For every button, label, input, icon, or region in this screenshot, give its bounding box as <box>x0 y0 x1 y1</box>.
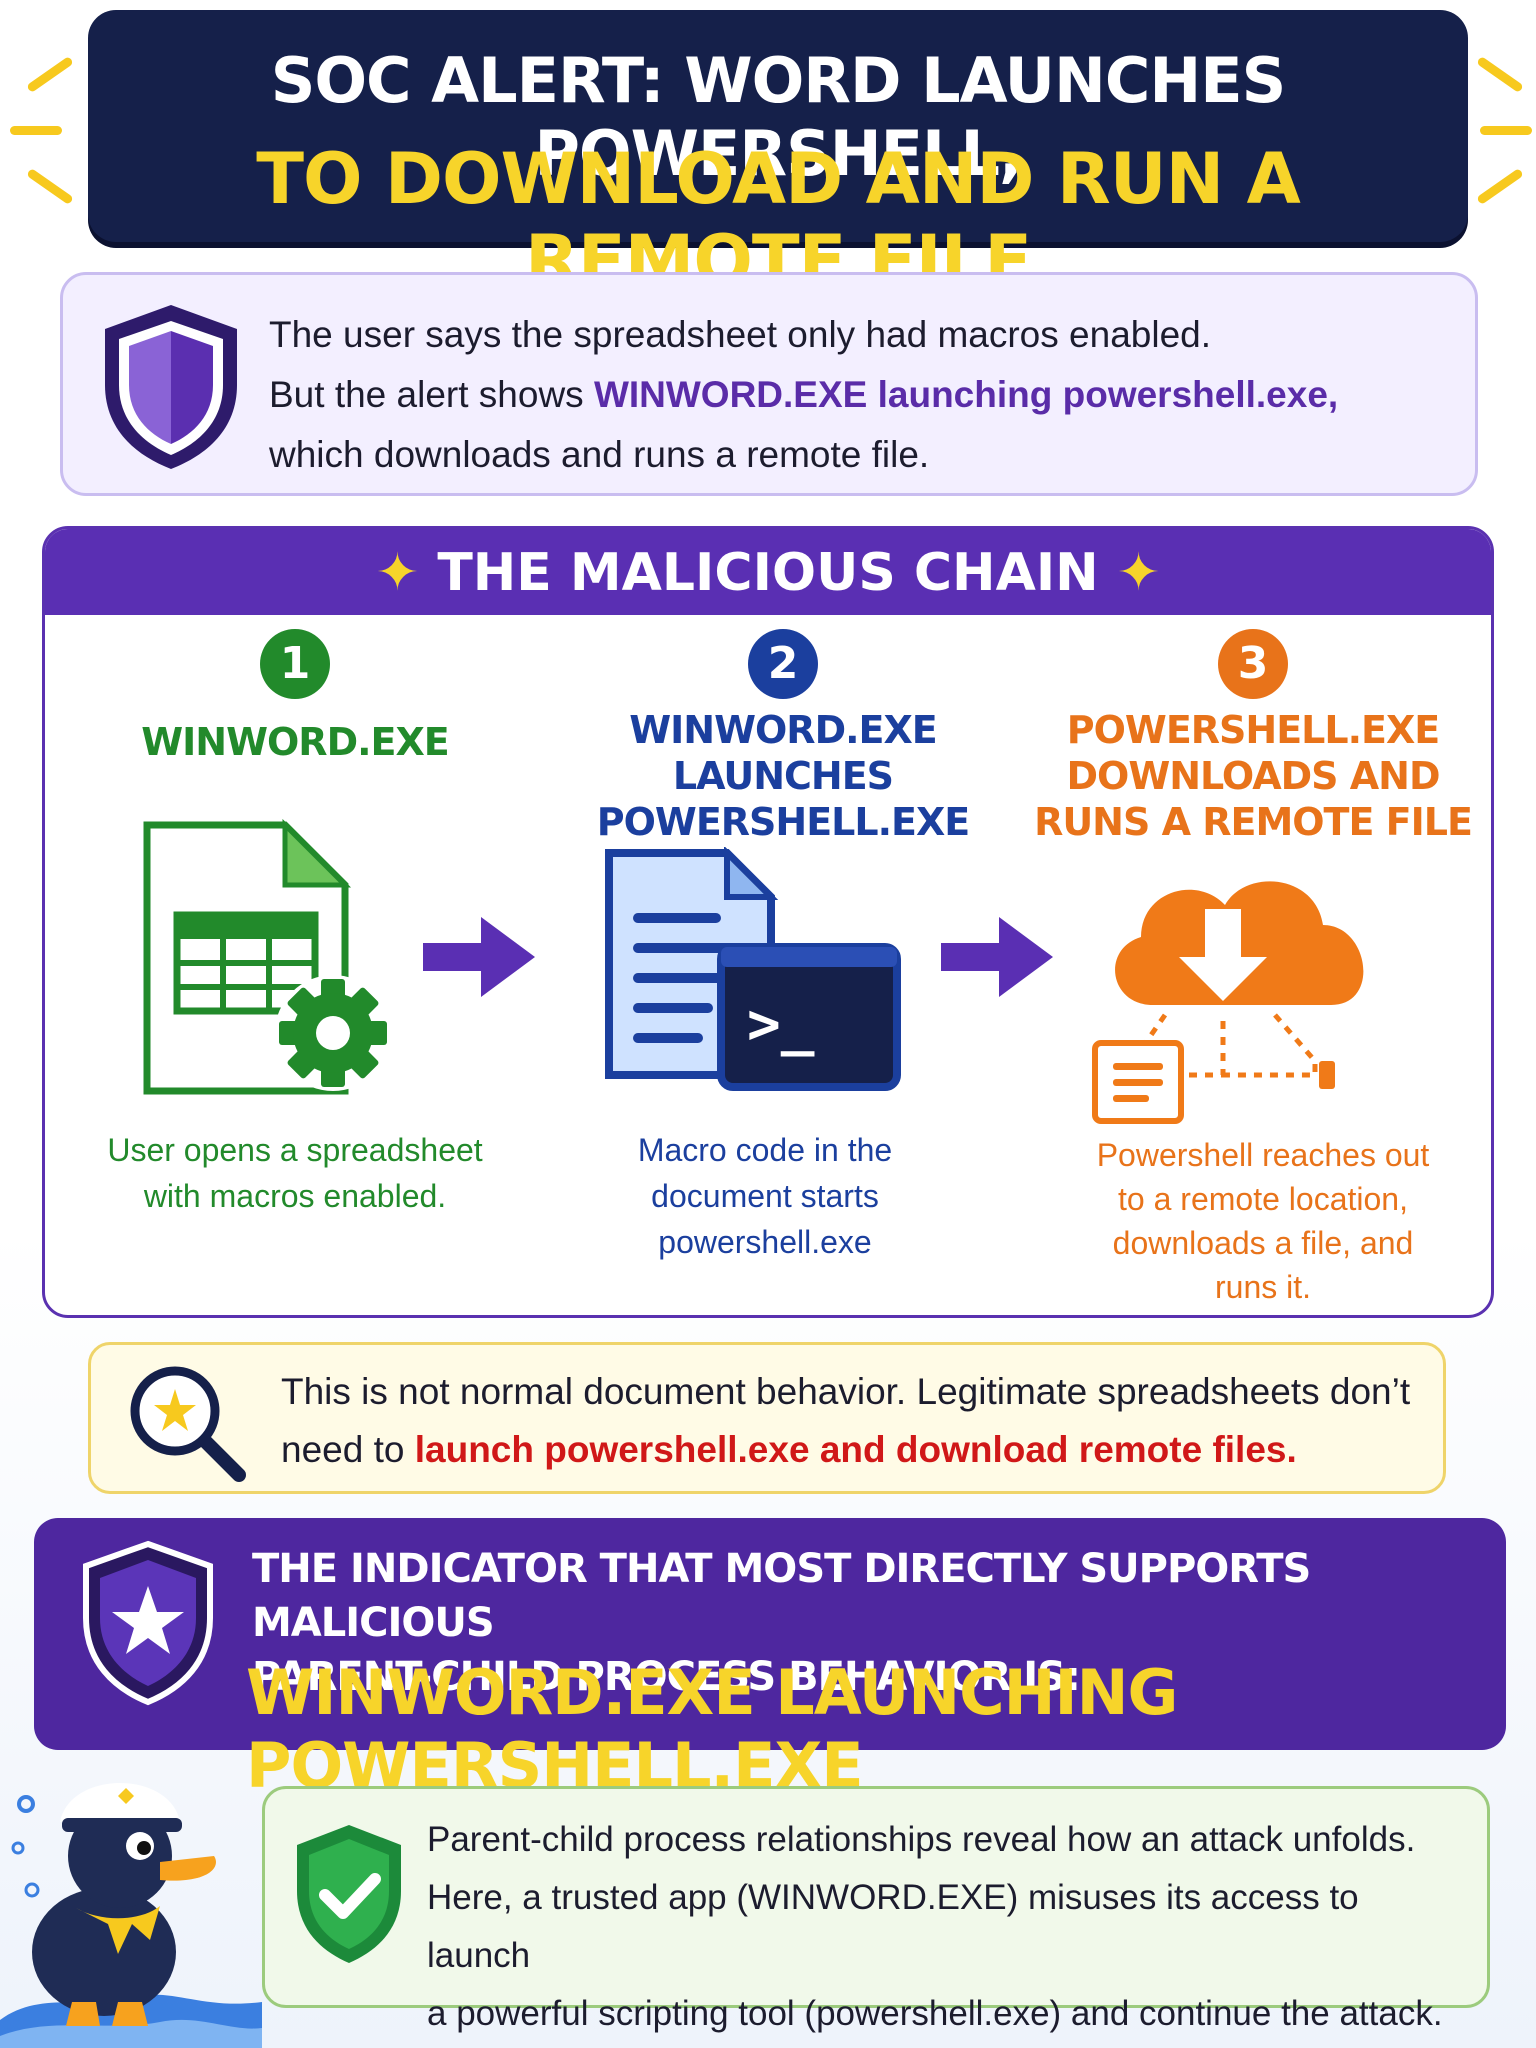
step-2-desc: Macro code in the document starts powers… <box>545 1127 985 1265</box>
cloud-download-icon <box>1092 881 1364 1124</box>
chain-title-text: THE MALICIOUS CHAIN <box>437 543 1099 603</box>
takeaway-box: Parent-child process relationships revea… <box>262 1786 1490 2033</box>
step-2-desc-line: powershell.exe <box>658 1224 872 1260</box>
warning-highlight: launch powershell.exe and download remot… <box>414 1429 1297 1470</box>
step-3: 3 POWERSHELL.EXE DOWNLOADS AND RUNS A RE… <box>1033 629 1473 845</box>
answer-lead-line: PARENT-CHILD PROCESS BEHAVIOR IS: <box>252 1654 1081 1700</box>
sparkle-icon: ✦ <box>375 543 420 603</box>
takeaway-line-1: Parent-child process relationships revea… <box>427 1820 1416 1859</box>
intro-text: The user says the spreadsheet only had m… <box>269 305 1449 485</box>
step-2: 2 WINWORD.EXE LAUNCHES POWERSHELL.EXE <box>563 629 1003 845</box>
step-3-desc-line: downloads a file, and <box>1112 1225 1414 1261</box>
warning-box: This is not normal document behavior. Le… <box>88 1342 1446 1494</box>
intro-highlight: WINWORD.EXE launching powershell.exe, <box>593 374 1339 415</box>
step-3-number: 3 <box>1218 629 1288 699</box>
shield-icon <box>105 305 237 469</box>
step-3-desc-line: runs it. <box>1214 1269 1312 1305</box>
step-2-title-line: POWERSHELL.EXE <box>596 800 971 844</box>
step-3-title-line: RUNS A REMOTE FILE <box>1034 800 1473 844</box>
title-banner: SOC ALERT: WORD LAUNCHES POWERSHELL, TO … <box>88 10 1468 302</box>
chain-panel: ✦ THE MALICIOUS CHAIN ✦ 1 WINWORD.EXE <box>42 526 1494 1318</box>
sparkle-icon <box>10 126 62 135</box>
step-2-title-line: WINWORD.EXE LAUNCHES <box>629 708 938 798</box>
arrow-right-icon <box>423 917 535 997</box>
duck-mascot <box>0 1783 262 2048</box>
check-shield-icon <box>297 1825 401 1963</box>
warning-line-2-prefix: need to <box>281 1429 415 1470</box>
page-title-line-1: SOC ALERT: WORD LAUNCHES POWERSHELL, <box>270 44 1287 190</box>
step-3-desc: Powershell reaches out to a remote locat… <box>1043 1133 1483 1309</box>
intro-line-2-prefix: But the alert shows <box>269 374 594 415</box>
warning-line-1: This is not normal document behavior. Le… <box>281 1371 1411 1412</box>
step-1-desc: User opens a spreadsheet with macros ena… <box>75 1127 515 1219</box>
step-3-desc-line: to a remote location, <box>1118 1181 1408 1217</box>
takeaway-line-2: Here, a trusted app (WINWORD.EXE) misuse… <box>427 1878 1359 1975</box>
warning-text: This is not normal document behavior. Le… <box>281 1363 1421 1479</box>
sparkle-icon <box>1476 55 1524 94</box>
step-2-desc-line: Macro code in the <box>637 1132 893 1168</box>
answer-value: WINWORD.EXE LAUNCHING POWERSHELL.EXE <box>246 1656 1178 1802</box>
step-3-desc-line: Powershell reaches out <box>1096 1137 1430 1173</box>
step-1-number: 1 <box>260 629 330 699</box>
answer-banner: THE INDICATOR THAT MOST DIRECTLY SUPPORT… <box>34 1518 1506 1802</box>
chain-title: ✦ THE MALICIOUS CHAIN ✦ <box>45 543 1491 603</box>
magnifier-icon <box>130 1366 246 1482</box>
sparkle-icon <box>1480 126 1532 135</box>
intro-line-3: which downloads and runs a remote file. <box>269 434 930 475</box>
intro-box: The user says the spreadsheet only had m… <box>60 272 1478 496</box>
takeaway-text: Parent-child process relationships revea… <box>427 1811 1467 2043</box>
step-3-title: POWERSHELL.EXE DOWNLOADS AND RUNS A REMO… <box>1033 707 1473 845</box>
step-3-title-line: DOWNLOADS AND <box>1066 754 1440 798</box>
sparkle-icon: ✦ <box>1116 543 1161 603</box>
step-2-title: WINWORD.EXE LAUNCHES POWERSHELL.EXE <box>563 707 1003 845</box>
step-2-number: 2 <box>748 629 818 699</box>
spreadsheet-gear-icon <box>143 819 391 1095</box>
chain-header: ✦ THE MALICIOUS CHAIN ✦ <box>45 529 1491 615</box>
step-3-title-line: POWERSHELL.EXE <box>1066 708 1441 752</box>
step-1: 1 WINWORD.EXE <box>75 629 515 765</box>
terminal-prompt: >_ <box>747 992 815 1057</box>
arrow-right-icon <box>941 917 1053 997</box>
intro-line-1: The user says the spreadsheet only had m… <box>269 314 1212 355</box>
answer-lead-line: THE INDICATOR THAT MOST DIRECTLY SUPPORT… <box>252 1546 1311 1646</box>
step-1-title: WINWORD.EXE <box>75 719 515 765</box>
sparkle-icon <box>26 55 74 94</box>
step-1-desc-line: User opens a spreadsheet <box>107 1132 483 1168</box>
star-shield-icon <box>83 1540 213 1706</box>
intro-line-2: But the alert shows WINWORD.EXE launchin… <box>269 365 1449 425</box>
step-1-title-line: WINWORD.EXE <box>141 720 450 764</box>
step-2-desc-line: document starts <box>651 1178 879 1214</box>
document-terminal-icon: >_ <box>605 847 901 1091</box>
step-1-desc-line: with macros enabled. <box>143 1178 447 1214</box>
sparkle-icon <box>26 167 74 206</box>
warning-line-2: need to launch powershell.exe and downlo… <box>281 1421 1421 1479</box>
answer-lead: THE INDICATOR THAT MOST DIRECTLY SUPPORT… <box>252 1542 1472 1704</box>
sparkle-icon <box>1476 167 1524 206</box>
takeaway-line-3: a powerful scripting tool (powershell.ex… <box>427 1994 1443 2033</box>
